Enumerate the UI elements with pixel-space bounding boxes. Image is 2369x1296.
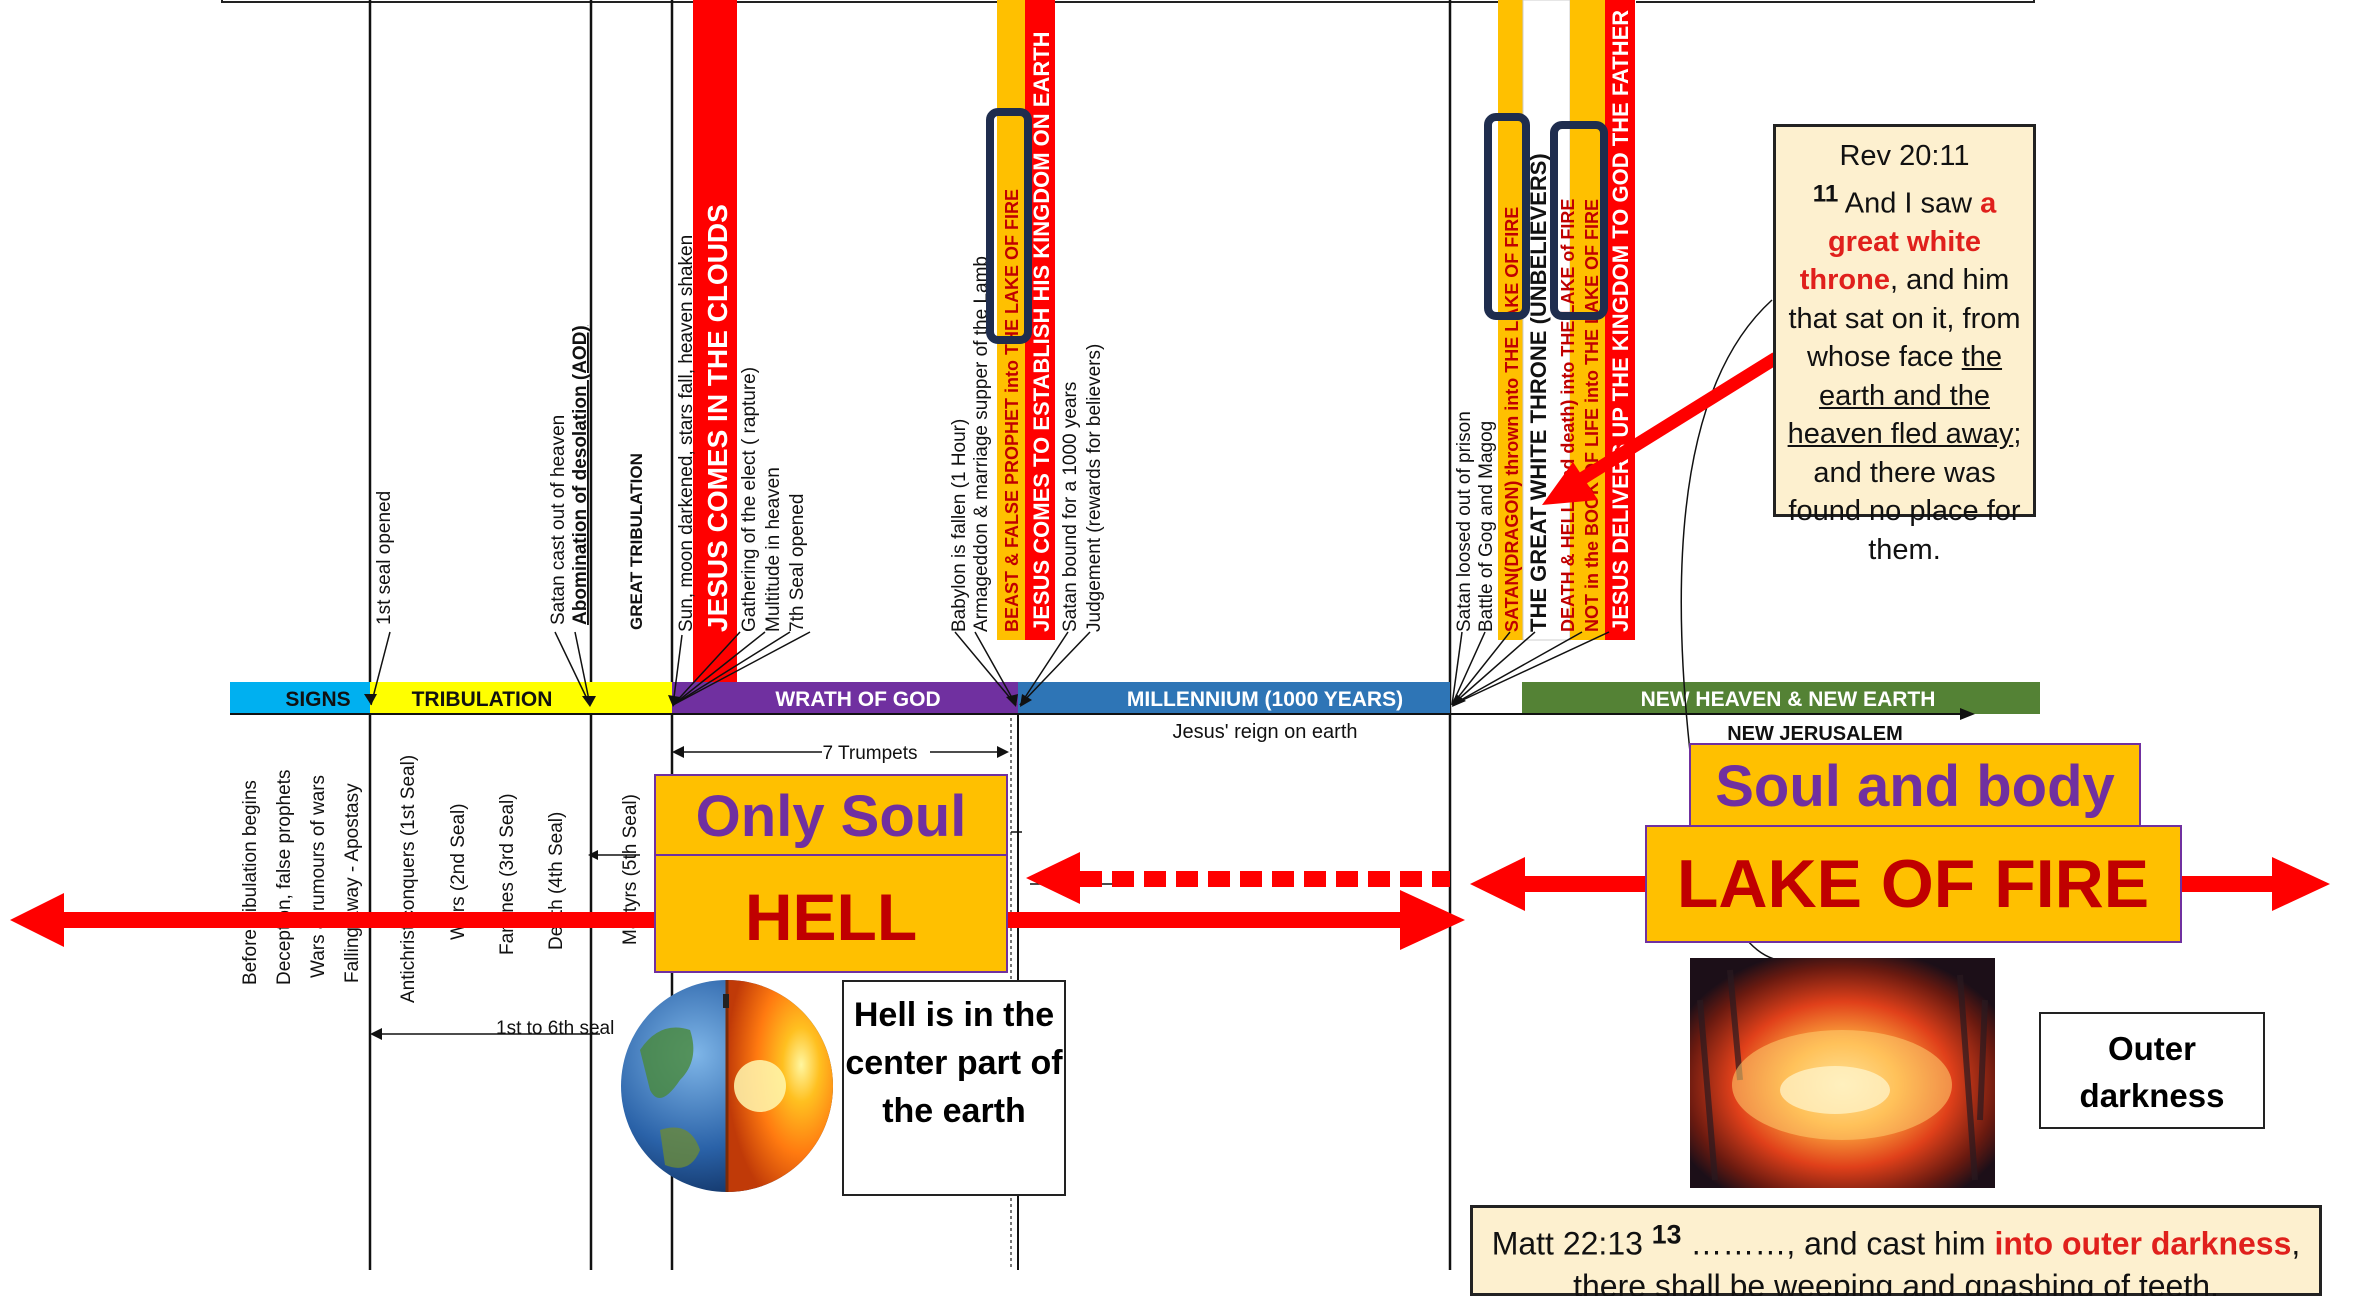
- period-dividers: [368, 0, 1452, 1270]
- event-antichrist: Antichrist conquers (1st Seal): [398, 755, 419, 1003]
- event-satan-cast: Satan cast out of heaven: [548, 415, 569, 625]
- martyrs-arrow: [588, 850, 598, 860]
- event-beast: BEAST & FALSE PROPHET into THE LAKE OF F…: [1002, 189, 1022, 632]
- event-falling-away: Falling away - Apostasy: [342, 783, 363, 983]
- band-signs: [230, 682, 370, 714]
- arrowhead-aod: [582, 696, 596, 707]
- top-events: 1st seal opened Satan cast out of heaven…: [374, 10, 1633, 632]
- top-box: [221, 0, 2035, 3]
- event-jesus-clouds: JESUS COMES IN THE CLOUDS: [702, 204, 733, 632]
- highlight-death-lake: [1550, 121, 1608, 320]
- earth-core-image: [621, 980, 833, 1192]
- jesus-clouds-bar: [693, 0, 737, 707]
- label-seals: 1st to 6th seal: [496, 1018, 614, 1039]
- event-satan-dragon: SATAN(DRAGON) thrown into THE LAKE OF FI…: [1502, 207, 1522, 632]
- event-white-throne: THE GREAT WHITE THRONE (UNBELIEVERS): [1526, 153, 1551, 632]
- event-before-trib: Before tribulation begins: [240, 780, 261, 985]
- rev-verse: 11 And I saw a great white throne, and h…: [1787, 180, 2022, 566]
- event-sun-moon: Sun, moon darkened, stars fall, heaven s…: [676, 235, 697, 632]
- event-famines: Famines (3rd Seal): [497, 793, 518, 955]
- event-babylon: Babylon is fallen (1 Hour): [949, 419, 970, 632]
- event-death-hell: DEATH & HELL (2nd death) into THE LAKE o…: [1558, 199, 1578, 632]
- dotted-red-arrow: [1026, 852, 1450, 904]
- event-gog-magog: Battle of Gog and Magog: [1476, 421, 1497, 632]
- event-jesus-delivers: JESUS DELIVERS UP THE KINGDOM TO GOD THE…: [1608, 10, 1633, 632]
- bottom-events: Before tribulation begins Deception, fal…: [240, 755, 641, 1003]
- event-gathering: Gathering of the elect ( rapture): [739, 367, 760, 632]
- event-satan-loosed: Satan loosed out of prison: [1454, 411, 1475, 632]
- event-deception: Deception, false prophets: [274, 770, 295, 985]
- event-great-trib: GREAT TRIBULATION: [627, 453, 646, 630]
- highlight-beast-lake: [986, 108, 1032, 344]
- label-wrath: WRATH OF GOD: [775, 688, 940, 711]
- event-martyrs: Martyrs (5th Seal): [620, 794, 641, 945]
- matt-22-13-box: Matt 22:13 13 ………, and cast him into out…: [1470, 1205, 2322, 1296]
- label-trumpets: 7 Trumpets: [822, 743, 917, 764]
- outer-darkness-box: Outer darkness: [2039, 1012, 2265, 1129]
- lake-of-fire-image: [1690, 958, 1995, 1188]
- label-millennium: MILLENNIUM (1000 YEARS): [1127, 688, 1403, 711]
- label-soul-body: Soul and body: [1715, 754, 2115, 819]
- arrowhead-millennium: [1020, 694, 1032, 707]
- event-seventh-seal: 7th Seal opened: [787, 494, 808, 632]
- trumpets-arrow-left: [672, 746, 684, 758]
- label-only-soul: Only Soul: [696, 784, 967, 849]
- highlight-satan-lake: [1484, 113, 1530, 320]
- arrowhead-new: [1452, 694, 1466, 707]
- event-judgement: Judgement (rewards for believers): [1084, 344, 1105, 632]
- label-signs: SIGNS: [285, 688, 350, 711]
- event-wars: Wars (2nd Seal): [448, 803, 469, 940]
- label-new-heaven: NEW HEAVEN & NEW EARTH: [1641, 688, 1936, 711]
- event-not-in-book: NOT in the BOOK OF LIFE into THE LAKE OF…: [1582, 199, 1602, 632]
- band-tribulation: [370, 682, 672, 714]
- rev-ref: Rev 20:11: [1839, 140, 1970, 172]
- event-first-seal: 1st seal opened: [374, 491, 395, 625]
- event-multitude: Multitude in heaven: [763, 467, 784, 632]
- event-wars-rumours: Wars & rumours of wars: [308, 775, 329, 978]
- event-satan-bound: Satan bound for a 1000 years: [1060, 382, 1081, 632]
- soul-body-block: [1689, 743, 2141, 827]
- arrowhead-seal: [364, 694, 377, 705]
- trumpets-arrow-right: [997, 746, 1009, 758]
- throne-pointer-arrow: [1542, 352, 1780, 505]
- hell-center-box: Hell is in the center part of the earth: [842, 980, 1066, 1196]
- seals-arrow: [370, 1028, 382, 1040]
- event-armageddon: Armageddon & marriage supper of the Lamb: [971, 256, 992, 632]
- rev-verse-number: 11: [1812, 180, 1839, 208]
- label-lake-of-fire: LAKE OF FIRE: [1677, 846, 2149, 922]
- delivers-bar: [1605, 0, 1635, 640]
- arrowhead-kingdom: [1006, 694, 1018, 707]
- rev-20-11-box: Rev 20:11 11 And I saw a great white thr…: [1773, 124, 2036, 566]
- label-reign: Jesus' reign on earth: [1172, 721, 1357, 743]
- lake-block: [1645, 825, 2182, 943]
- arrowhead-band: [1960, 708, 1975, 720]
- hell-block: [654, 774, 1008, 973]
- band-millennium: [1018, 682, 1450, 714]
- arrowhead-wrath: [668, 695, 680, 707]
- band-wrath: [672, 682, 1018, 714]
- trumpets-mask: [822, 741, 930, 763]
- band-new-heaven: [1522, 682, 2040, 714]
- label-new-jerusalem: NEW JERUSALEM: [1727, 723, 1903, 745]
- label-hell: HELL: [745, 880, 917, 954]
- beast-bar: [997, 0, 1025, 640]
- event-jesus-kingdom: JESUS COMES TO ESTABLISH HIS KINGDOM ON …: [1029, 31, 1054, 632]
- label-tribulation: TRIBULATION: [412, 688, 553, 711]
- event-aod: Abomination of desolation (AOD): [570, 325, 591, 625]
- event-death: Death (4th Seal): [546, 812, 567, 950]
